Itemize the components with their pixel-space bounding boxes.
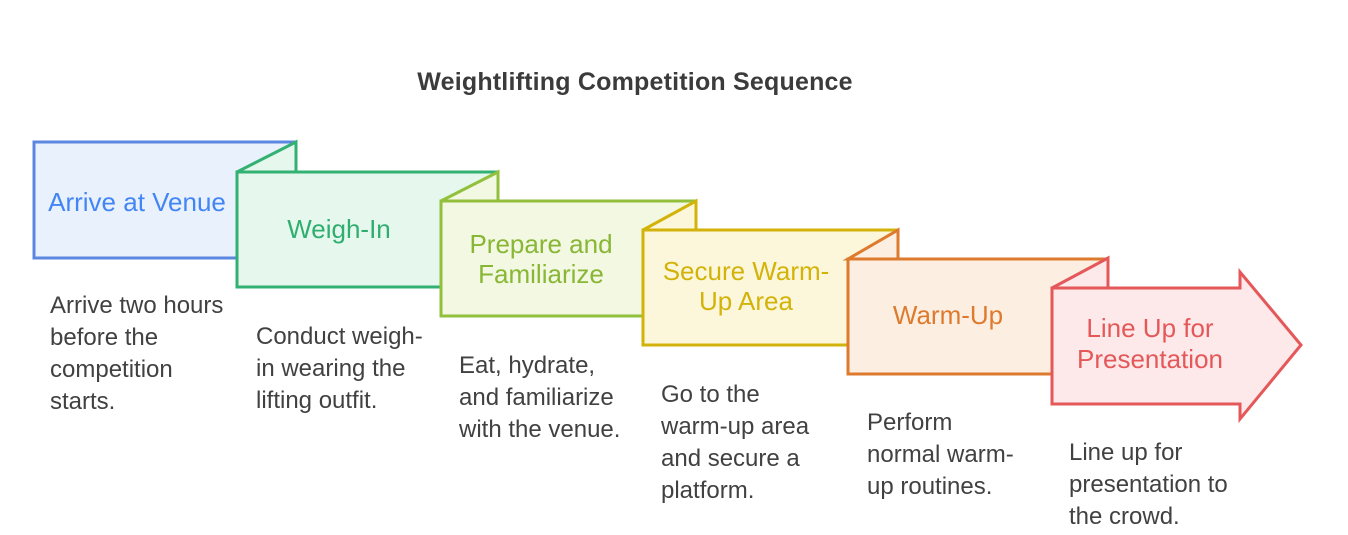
step-description-arrive-at-venue: Arrive two hours before the competition … [50,290,223,418]
description-line: Perform [867,409,953,436]
diagram-title: Weightlifting Competition Sequence [417,68,853,96]
description-line: presentation to [1069,471,1228,498]
description-line: competition [50,356,173,383]
description-line: Eat, hydrate, [459,352,596,379]
step-description-secure-warm-up-area: Go to the warm-up area and secure a plat… [661,379,809,507]
step-label-prepare-and-familiarize-line2: Familiarize [478,259,604,289]
description-line: and secure a [661,445,800,472]
step-label-line-up-for-presentation-line1: Line Up for [1086,313,1214,343]
step-description-weigh-in: Conduct weigh- in wearing the lifting ou… [256,321,423,417]
description-line: starts. [50,388,116,415]
description-line: with the venue. [459,416,621,443]
step-label-weigh-in: Weigh-In [287,214,391,244]
step-label-warm-up: Warm-Up [893,300,1003,330]
description-line: warm-up area [661,413,810,440]
step-description-warm-up: Perform normal warm- up routines. [867,407,1014,503]
description-line: platform. [661,477,755,504]
step-shape-line-up-for-presentation: Line Up for Presentation [1050,255,1303,424]
description-line: and familiarize [459,384,614,411]
step-label-line-up-for-presentation-line2: Presentation [1077,344,1223,374]
description-line: Line up for [1069,439,1183,466]
description-line: up routines. [867,473,993,500]
description-line: lifting outfit. [256,387,378,414]
description-line: Go to the [661,381,760,408]
step-description-prepare-and-familiarize: Eat, hydrate, and familiarize with the v… [459,350,620,446]
step-label-arrive-at-venue: Arrive at Venue [48,187,226,217]
description-line: the crowd. [1069,503,1180,530]
step-description-line-up-for-presentation: Line up for presentation to the crowd. [1069,437,1228,533]
description-line: Arrive two hours [50,292,224,319]
arrow-shape-line-up-for-presentation [1050,267,1303,424]
step-label-secure-warm-up-area-line2: Up Area [699,286,793,316]
description-line: before the [50,324,159,351]
description-line: Conduct weigh- [256,323,423,350]
step-label-prepare-and-familiarize-line1: Prepare and [469,229,612,259]
description-line: in wearing the [256,355,406,382]
description-line: normal warm- [867,441,1014,468]
step-label-secure-warm-up-area-line1: Secure Warm- [663,256,830,286]
